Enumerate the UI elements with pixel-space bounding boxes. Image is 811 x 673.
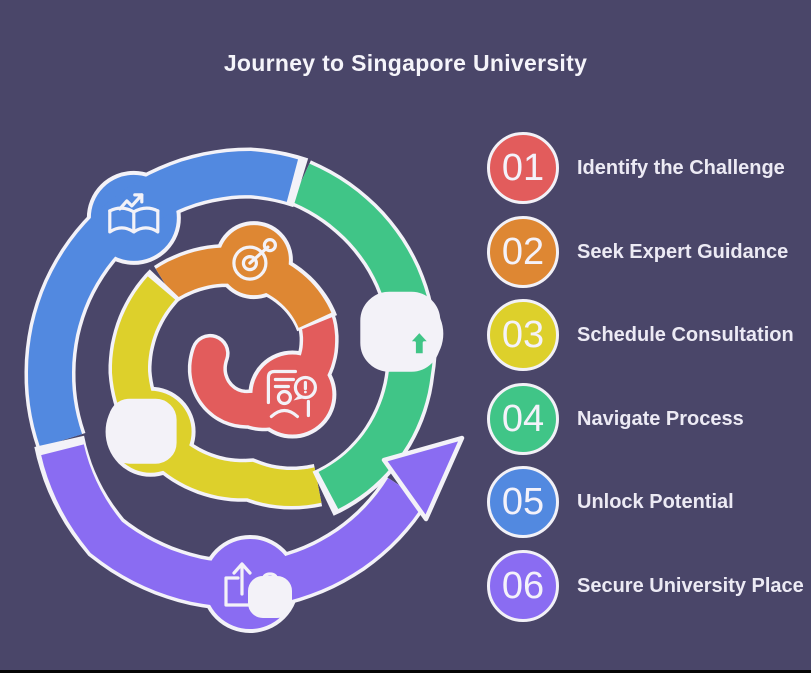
- calendar-phone-icon: [108, 398, 177, 464]
- page-title: Journey to Singapore University: [223, 50, 588, 76]
- step-number: 04: [501, 398, 545, 440]
- step-number-badge: 02: [487, 216, 559, 288]
- step-number-badge: 01: [487, 132, 559, 204]
- step-label: Schedule Consultation: [577, 323, 794, 346]
- step-label: Navigate Process: [577, 407, 744, 430]
- list-item: 04 Navigate Process: [487, 383, 744, 455]
- step-number: 01: [501, 147, 545, 189]
- profile-upload-icon: [360, 291, 441, 372]
- step-number: 06: [501, 565, 545, 607]
- step-number-badge: 05: [487, 466, 559, 538]
- list-item: 05 Unlock Potential: [487, 466, 734, 538]
- upload-lock-icon: [224, 562, 292, 618]
- list-item: 01 Identify the Challenge: [487, 132, 785, 204]
- step-number: 02: [501, 231, 545, 273]
- step-label: Identify the Challenge: [577, 156, 785, 179]
- step-number: 03: [501, 314, 545, 356]
- target-icon: [232, 238, 277, 281]
- list-item: 03 Schedule Consultation: [487, 299, 794, 371]
- step-number-badge: 03: [487, 299, 559, 371]
- spiral-arrowhead: [381, 435, 465, 522]
- step-number-badge: 04: [487, 383, 559, 455]
- person-alert-icon: [266, 369, 317, 419]
- list-item: 02 Seek Expert Guidance: [487, 216, 788, 288]
- step-number: 05: [501, 481, 545, 523]
- list-item: 06 Secure University Place: [487, 550, 804, 622]
- step-label: Seek Expert Guidance: [577, 240, 789, 263]
- step-number-badge: 06: [487, 550, 559, 622]
- step-label: Unlock Potential: [577, 490, 734, 513]
- bottom-edge-bar: [0, 670, 811, 673]
- step-label: Secure University Place: [577, 574, 804, 597]
- book-growth-icon: [108, 193, 160, 234]
